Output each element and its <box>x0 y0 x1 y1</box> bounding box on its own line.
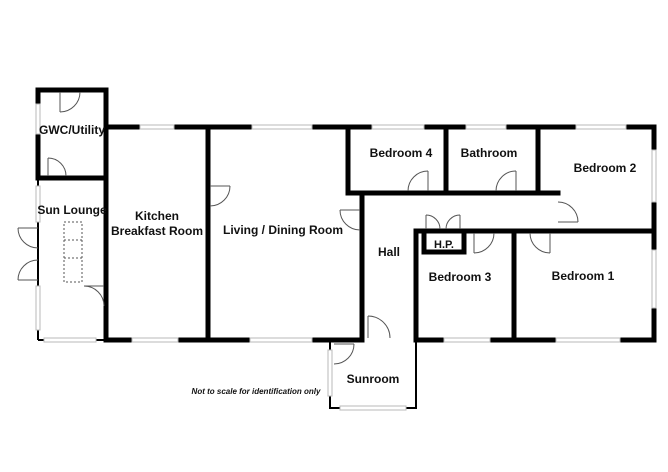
label-bedroom1: Bedroom 1 <box>552 269 615 283</box>
window-sunlounge-left-top <box>35 185 41 223</box>
label-sun-lounge: Sun Lounge <box>37 203 107 217</box>
door-hp-arc-a <box>425 214 441 230</box>
window-kitchen-top <box>139 124 175 130</box>
wall-hot-press <box>421 228 467 255</box>
label-bedroom4: Bedroom 4 <box>370 146 433 160</box>
wall-top-bedroom4 <box>345 124 449 196</box>
window-living-bottom <box>249 337 313 343</box>
label-hot-press: H.P. <box>434 239 454 251</box>
window-sunlounge-bottom <box>43 337 97 343</box>
door-bedroom4-arc <box>407 170 429 192</box>
label-living-dining: Living / Dining Room <box>223 223 343 237</box>
door-hall-sunroom-arc <box>367 315 391 339</box>
doors <box>17 91 579 365</box>
window-bedroom1-right <box>651 249 657 309</box>
label-bedroom2: Bedroom 2 <box>574 161 637 175</box>
stair-box <box>63 221 83 283</box>
window-bathroom-top <box>465 124 507 130</box>
window-sunroom-left <box>327 349 333 397</box>
door-bedroom2-arc <box>557 201 579 223</box>
window-living-top <box>251 124 313 130</box>
door-bathroom-arc <box>495 170 517 192</box>
stair-marks <box>63 221 83 283</box>
door-living-hall-arc <box>339 209 361 231</box>
window-kitchen-bottom <box>131 337 179 343</box>
window-bedroom3-bottom <box>443 337 491 343</box>
door-sunlounge-kitchen-arc <box>83 285 105 307</box>
label-bathroom: Bathroom <box>461 146 518 160</box>
window-bedroom2-right <box>651 149 657 203</box>
door-sunlounge-arc-a <box>17 227 39 249</box>
door-sunlounge-arc-b <box>17 259 39 281</box>
window-sunroom-bottom <box>339 405 407 411</box>
label-hall: Hall <box>378 245 400 259</box>
window-bedroom1-bottom <box>555 337 621 343</box>
wall-bathroom <box>443 124 541 196</box>
window-bedroom2-top <box>575 124 627 130</box>
door-kitchen-living-arc <box>209 185 231 207</box>
label-breakfast-room: Breakfast Room <box>111 224 203 238</box>
label-sunroom: Sunroom <box>347 372 400 386</box>
label-kitchen: Kitchen <box>135 209 179 223</box>
door-hp-arc-b <box>445 214 461 230</box>
door-bedroom1-arc <box>529 232 551 254</box>
door-sunroom-arc <box>333 343 355 365</box>
door-bedroom3-arc <box>473 232 495 254</box>
door-gwc-top-arc <box>59 91 81 113</box>
scale-note: Not to scale for identification only <box>192 387 321 396</box>
label-bedroom3: Bedroom 3 <box>429 270 492 284</box>
window-sunlounge-left-bottom <box>35 285 41 331</box>
windows <box>35 103 657 411</box>
door-gwc-bottom-arc <box>47 157 67 177</box>
window-bedroom4-top <box>371 124 425 130</box>
window-gwc-left <box>35 103 41 135</box>
label-gwc-utility: GWC/Utility <box>39 123 105 137</box>
